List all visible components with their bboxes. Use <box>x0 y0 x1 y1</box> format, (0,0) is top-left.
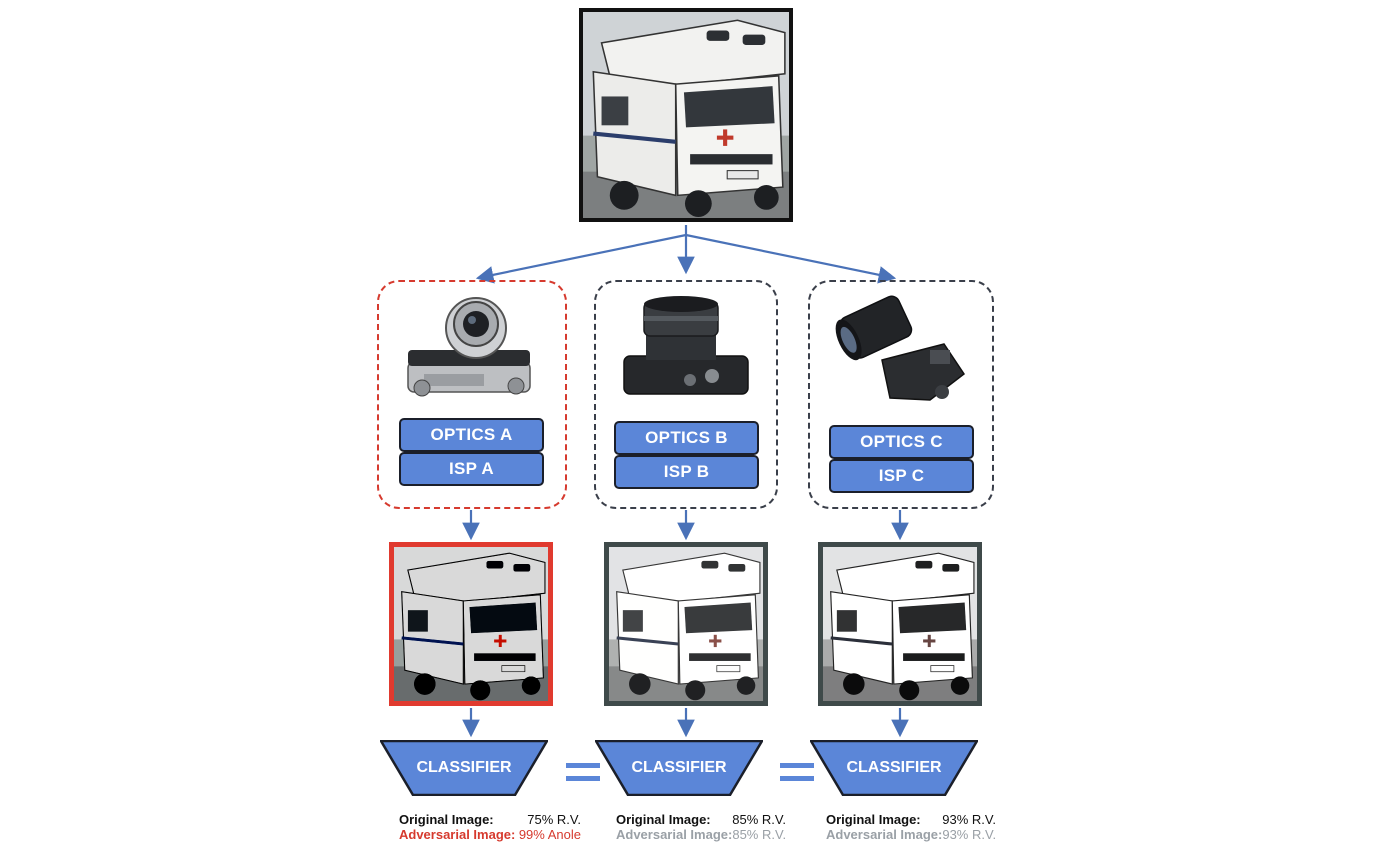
optics-block-b: OPTICS B <box>614 421 759 455</box>
optics-block-c: OPTICS C <box>829 425 974 459</box>
adversarial-label: Adversarial Image: <box>399 827 516 842</box>
output-image-b <box>604 542 768 706</box>
original-value: 93% R.V. <box>942 812 996 827</box>
arrow-to-camera-a <box>475 233 687 284</box>
caption-c: Original Image: 93% R.V. Adversarial Imag… <box>826 812 996 842</box>
adversarial-value: 93% R.V. <box>942 827 997 842</box>
dslr-camera-icon <box>834 288 970 412</box>
optics-block-a: OPTICS A <box>399 418 544 452</box>
equals-sign-bc <box>780 763 814 783</box>
adversarial-label: Adversarial Image: <box>616 827 733 842</box>
isp-block-a: ISP A <box>399 452 544 486</box>
camera-pipeline-c <box>808 280 994 509</box>
equals-sign-ab <box>566 763 600 783</box>
arrow-to-camera-c <box>685 233 897 284</box>
source-rv-image <box>579 8 793 222</box>
isp-block-b: ISP B <box>614 455 759 489</box>
classifier-a-label: CLASSIFIER <box>416 759 512 776</box>
rangefinder-camera-icon <box>404 292 534 404</box>
classifier-b: CLASSIFIER <box>595 740 763 796</box>
adversarial-label: Adversarial Image: <box>826 827 943 842</box>
mirrorless-camera-icon <box>620 292 752 404</box>
original-value: 75% R.V. <box>527 812 581 827</box>
adversarial-value: 85% R.V. <box>732 827 787 842</box>
classifier-b-label: CLASSIFIER <box>631 759 727 776</box>
output-image-c <box>818 542 982 706</box>
classifier-a: CLASSIFIER <box>380 740 548 796</box>
output-image-a <box>389 542 553 706</box>
original-value: 85% R.V. <box>732 812 786 827</box>
adversarial-value: 99% Anole <box>518 827 581 842</box>
original-label: Original Image: <box>399 812 494 827</box>
classifier-c: CLASSIFIER <box>810 740 978 796</box>
classifier-c-label: CLASSIFIER <box>846 759 942 776</box>
camera-pipeline-a <box>377 280 567 509</box>
original-label: Original Image: <box>616 812 711 827</box>
caption-a: Original Image: 75% R.V. Adversarial Imag… <box>399 812 581 842</box>
original-label: Original Image: <box>826 812 921 827</box>
isp-block-c: ISP C <box>829 459 974 493</box>
camera-pipeline-b <box>594 280 778 509</box>
caption-b: Original Image: 85% R.V. Adversarial Imag… <box>616 812 786 842</box>
